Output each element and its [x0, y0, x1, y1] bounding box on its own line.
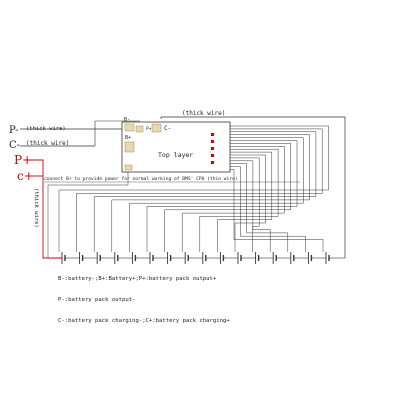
- balance-connector: [211, 133, 214, 164]
- p-plus-label: P+: [14, 153, 32, 167]
- connector-pin: [211, 140, 214, 143]
- balance-wire: [181, 146, 285, 252]
- p-plus-wire: [30, 159, 62, 259]
- thick-wire-top-label: (thick wire): [182, 110, 225, 117]
- balance-wire: [230, 163, 289, 252]
- p-plus-pad: [151, 123, 162, 133]
- balance-wire: [230, 169, 324, 252]
- top-layer-label: Top layer: [158, 151, 193, 159]
- balance-wire: [230, 157, 260, 252]
- balance-wire: [129, 137, 304, 252]
- balance-wire: [76, 128, 323, 252]
- note-line-3: C-:battery pack charging-;C+:battery pac…: [58, 318, 230, 324]
- b-plus-pad-bottom: [124, 164, 133, 171]
- balance-wire: [93, 131, 317, 252]
- board-p-plus-label: P+: [146, 126, 152, 132]
- balance-wire: [58, 125, 329, 252]
- c-minus-pad: [135, 125, 144, 133]
- balance-wire: [199, 148, 279, 252]
- connect-note: connect B+ to provide power for normal w…: [44, 176, 238, 182]
- balance-wire: [230, 166, 306, 252]
- balance-wire: [111, 134, 310, 252]
- thick-wire-c-label: (thick wire): [26, 140, 69, 147]
- balance-wire: [230, 154, 266, 252]
- b-minus-lead: [47, 172, 129, 258]
- note-line-1: B-:battery-;B+:Battery+;P+:battery pack …: [58, 276, 217, 282]
- note-line-2: P-:battery pack output-: [58, 297, 136, 303]
- balance-wire: [217, 151, 273, 252]
- b-minus-pad: [124, 123, 135, 132]
- balance-wires: [47, 125, 329, 258]
- p-minus-label: P-: [9, 125, 19, 136]
- balance-wire: [164, 143, 291, 252]
- balance-wire: [230, 160, 271, 252]
- c-plus-label: c+: [17, 169, 34, 183]
- balance-wire: [146, 140, 298, 252]
- b-plus-pad: [124, 141, 135, 153]
- connector-pin: [211, 147, 214, 150]
- connector-pin: [211, 133, 214, 136]
- board-b-plus-label: B+: [125, 135, 131, 141]
- legend-notes: B-:battery-;B+:Battery+;P+:battery pack …: [58, 276, 388, 340]
- board-b-minus-label: B-: [124, 117, 130, 123]
- board-c-minus-label: C-: [164, 125, 171, 132]
- battery-cells: [61, 252, 345, 264]
- top-thick-wire: [160, 116, 346, 258]
- connector-pin: [211, 154, 214, 157]
- connector-pin: [211, 161, 214, 164]
- c-minus-label: C-: [9, 140, 20, 151]
- thick-wire-vertical-label: (thick wire): [33, 188, 39, 228]
